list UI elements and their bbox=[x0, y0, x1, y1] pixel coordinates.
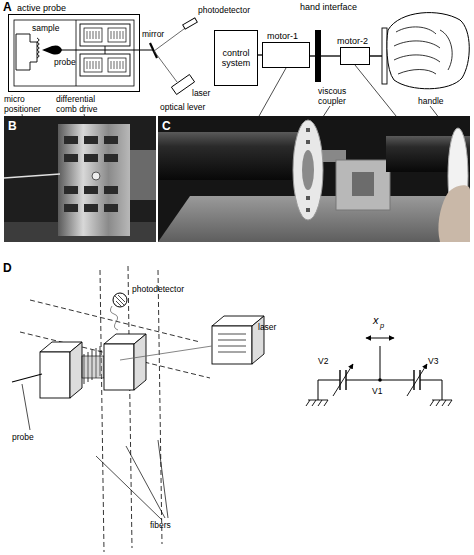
comb-slots bbox=[64, 136, 118, 212]
box-label: active probe bbox=[17, 3, 66, 13]
part-label: micro positioner bbox=[4, 94, 50, 114]
laser-fins bbox=[218, 334, 246, 352]
voltage-label: V1 bbox=[372, 386, 382, 396]
part-label: differential comb drive bbox=[56, 94, 114, 114]
bracket-window bbox=[352, 172, 374, 196]
box-label: motor-1 bbox=[267, 31, 298, 41]
panel-letter: B bbox=[8, 120, 17, 134]
photodetector-symbol bbox=[113, 293, 127, 307]
comb-drive bbox=[80, 54, 130, 76]
hand-photo bbox=[438, 185, 470, 242]
laser-symbol bbox=[171, 75, 194, 95]
finger-lines bbox=[394, 27, 452, 74]
part-label: viscous coupler bbox=[318, 86, 362, 106]
shaft-line bbox=[310, 55, 340, 56]
bracket bbox=[336, 160, 390, 210]
part-label: probe bbox=[54, 57, 76, 67]
part-label: handle bbox=[418, 96, 444, 106]
part-label: optical lever bbox=[160, 102, 205, 112]
variable-arrow bbox=[407, 364, 427, 396]
frame-wall bbox=[76, 20, 77, 86]
panel-letter: A bbox=[3, 1, 12, 15]
variable-symbol: x bbox=[373, 314, 379, 327]
photodetector-hatch bbox=[115, 295, 125, 306]
ground-symbol bbox=[306, 400, 452, 406]
probe-housing: active probe bbox=[8, 14, 140, 92]
inner-frame bbox=[14, 20, 134, 86]
variable-arrow bbox=[333, 364, 353, 396]
photodetector-symbol bbox=[183, 18, 198, 29]
controller-box: control system bbox=[214, 30, 258, 86]
leader-line bbox=[22, 384, 30, 430]
motor-box: motor-1 bbox=[262, 42, 310, 68]
part-label: sample bbox=[32, 23, 59, 33]
photo-background bbox=[158, 116, 470, 242]
mirror-symbol bbox=[150, 43, 157, 58]
part-label: fibers bbox=[150, 520, 171, 530]
comb-drive-photo bbox=[58, 124, 130, 236]
mount-block bbox=[130, 150, 156, 200]
coupler-hub bbox=[302, 150, 314, 190]
photo-background bbox=[4, 116, 156, 242]
housing-front bbox=[40, 352, 70, 398]
housing-front bbox=[104, 344, 134, 390]
sample-surface bbox=[37, 38, 39, 58]
comb-spring bbox=[82, 356, 104, 378]
part-label: probe bbox=[12, 432, 34, 442]
viscous-coupler-disk bbox=[315, 30, 321, 82]
motor-box: motor-2 bbox=[340, 47, 370, 65]
coupler-holes bbox=[306, 128, 310, 212]
dashed-guide bbox=[20, 266, 210, 552]
junction-dot bbox=[378, 378, 382, 382]
probe-needle bbox=[4, 174, 60, 178]
panel-letter: C bbox=[162, 120, 171, 134]
signal-wire bbox=[110, 306, 118, 330]
housing-side bbox=[134, 334, 146, 390]
laser-body bbox=[212, 326, 252, 364]
part-label: laser bbox=[258, 322, 276, 332]
box-label: control system bbox=[215, 48, 257, 68]
micro-positioner bbox=[16, 34, 37, 70]
spring bbox=[105, 46, 106, 54]
circuit-wire bbox=[380, 346, 381, 380]
comb-drive bbox=[80, 24, 130, 46]
part-label: photodetector bbox=[198, 5, 250, 15]
part-label: laser bbox=[192, 88, 210, 98]
part-label: mirror bbox=[142, 29, 164, 39]
laser-beam bbox=[120, 346, 212, 360]
variable-subscript: p bbox=[380, 321, 384, 330]
coupler-ring bbox=[293, 120, 323, 220]
hand-drawing bbox=[387, 13, 469, 89]
probe-needle bbox=[12, 374, 42, 382]
handle-disk bbox=[382, 28, 387, 84]
comb-teeth bbox=[87, 31, 123, 69]
housing-side bbox=[70, 342, 82, 398]
leader-line bbox=[96, 440, 168, 520]
part-label: photodetector bbox=[132, 284, 184, 294]
displacement-arrow bbox=[366, 338, 394, 339]
group-label: hand interface bbox=[300, 2, 357, 13]
box-label: motor-2 bbox=[337, 36, 368, 46]
voltage-label: V3 bbox=[428, 356, 438, 366]
motor-photo bbox=[158, 132, 298, 180]
probe-tip bbox=[42, 46, 62, 55]
screw bbox=[92, 172, 100, 180]
shaft-line bbox=[258, 54, 262, 55]
panel-letter: D bbox=[3, 262, 12, 276]
voltage-label: V2 bbox=[318, 356, 328, 366]
